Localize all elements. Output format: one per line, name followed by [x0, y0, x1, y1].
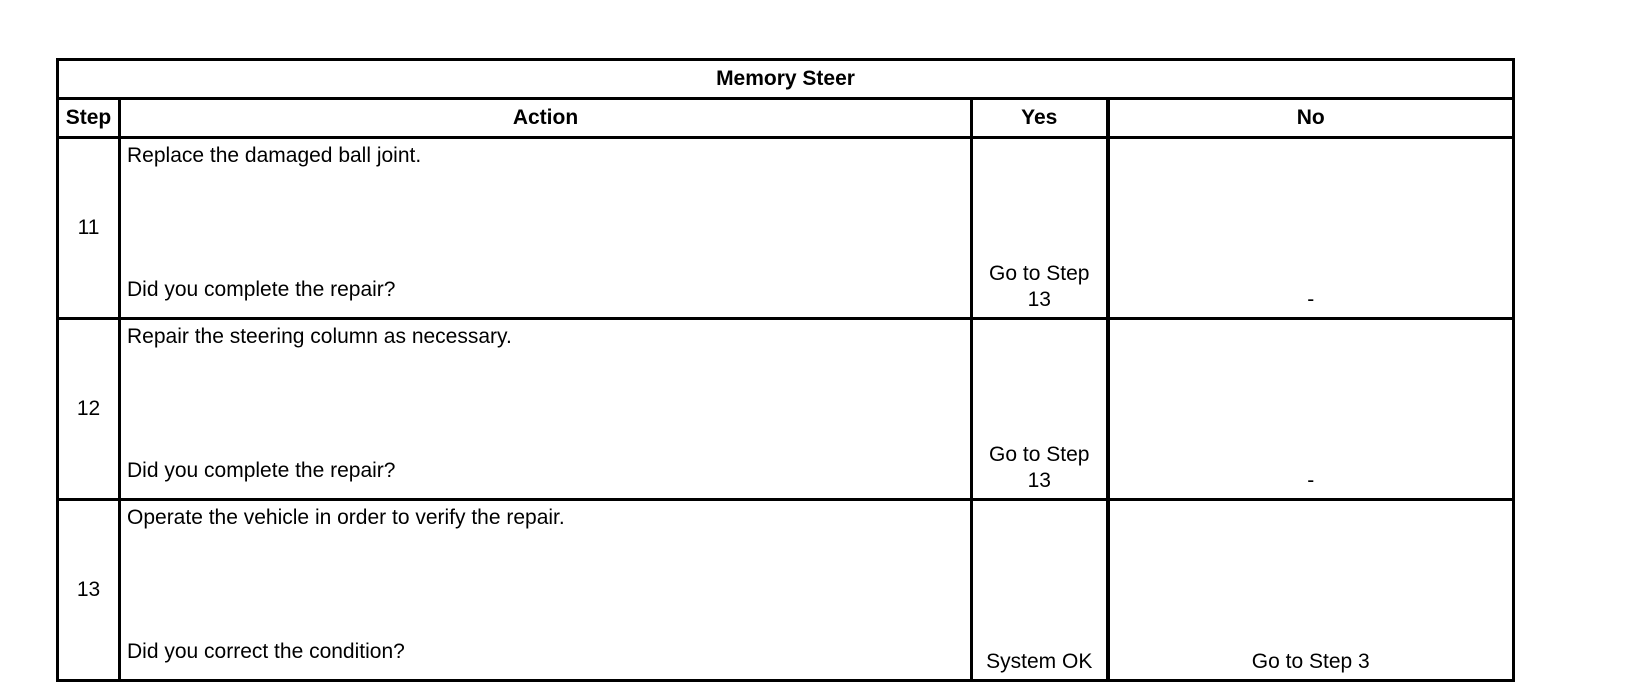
action-instruction: Repair the steering column as necessary. — [127, 325, 512, 348]
table-title-row: Memory Steer — [55, 58, 1516, 100]
step-number: 12 — [56, 317, 121, 501]
yes-result: System OK — [970, 498, 1109, 682]
action-cell: Operate the vehicle in order to verify t… — [118, 498, 973, 682]
yes-result: Go to Step 13 — [970, 136, 1109, 320]
action-instruction: Operate the vehicle in order to verify t… — [127, 506, 565, 529]
action-question: Did you complete the repair? — [127, 277, 396, 301]
action-question: Did you correct the condition? — [127, 639, 405, 663]
header-action: Action — [118, 97, 973, 139]
header-yes: Yes — [970, 97, 1109, 139]
action-cell: Replace the damaged ball joint. Did you … — [118, 136, 973, 320]
table-row-step-12: 12 Repair the steering column as necessa… — [56, 317, 1516, 501]
diagnostic-table-container: Memory Steer Step Action Yes No 11 Repla… — [55, 58, 1516, 682]
table-row-step-11: 11 Replace the damaged ball joint. Did y… — [56, 136, 1516, 320]
diagnostic-table: Memory Steer Step Action Yes No 11 Repla… — [55, 58, 1516, 682]
step-number: 13 — [56, 498, 121, 682]
table-title: Memory Steer — [55, 58, 1516, 100]
table-header-row: Step Action Yes No — [56, 97, 1516, 139]
action-instruction: Replace the damaged ball joint. — [127, 144, 422, 167]
action-cell: Repair the steering column as necessary.… — [118, 317, 973, 501]
header-no: No — [1105, 97, 1516, 139]
step-number: 11 — [56, 136, 121, 320]
header-step: Step — [56, 97, 121, 139]
no-result: Go to Step 3 — [1105, 498, 1516, 682]
no-result: - — [1105, 317, 1516, 501]
yes-result: Go to Step 13 — [970, 317, 1109, 501]
table-row-step-13: 13 Operate the vehicle in order to verif… — [56, 498, 1516, 682]
action-question: Did you complete the repair? — [127, 458, 396, 482]
no-result: - — [1105, 136, 1516, 320]
